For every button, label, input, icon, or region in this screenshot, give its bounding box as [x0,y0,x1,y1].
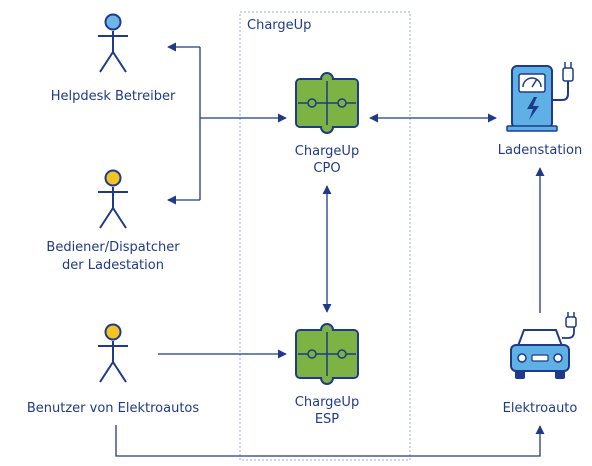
car-label: Elektroauto [503,401,578,416]
driver-label: Benutzer von Elektroautos [27,401,200,416]
station-label: Ladenstation [498,143,582,158]
electric-car-icon [510,312,577,379]
cpo-system: ChargeUp CPO [295,72,359,176]
esp-label-line1: ChargeUp [295,395,359,410]
charging-station-icon [506,62,574,132]
esp-system: ChargeUp ESP [295,323,359,427]
helpdesk-label: Helpdesk Betreiber [51,89,176,104]
cpo-label-line1: ChargeUp [295,144,359,159]
dispatcher-actor: Bediener/Dispatcher der Ladestation [46,169,180,273]
system-boundary-title: ChargeUp [247,18,311,33]
cpo-label-line2: CPO [313,161,340,176]
driver-to-car-arrow [115,425,545,457]
system-boundary [239,11,411,461]
person-icon [98,169,128,229]
helpdesk-actor: Helpdesk Betreiber [51,13,176,104]
charging-station: Ladenstation [498,62,582,158]
puzzle-icon [295,72,359,134]
electric-car: Elektroauto [503,312,578,416]
connectors [115,42,545,457]
dispatcher-label-line1: Bediener/Dispatcher [46,240,180,255]
person-icon [98,323,128,383]
esp-label-line2: ESP [315,412,339,427]
person-icon [98,13,128,73]
driver-actor: Benutzer von Elektroautos [27,323,200,416]
puzzle-icon [295,323,359,385]
dispatcher-label-line2: der Ladestation [62,258,164,273]
